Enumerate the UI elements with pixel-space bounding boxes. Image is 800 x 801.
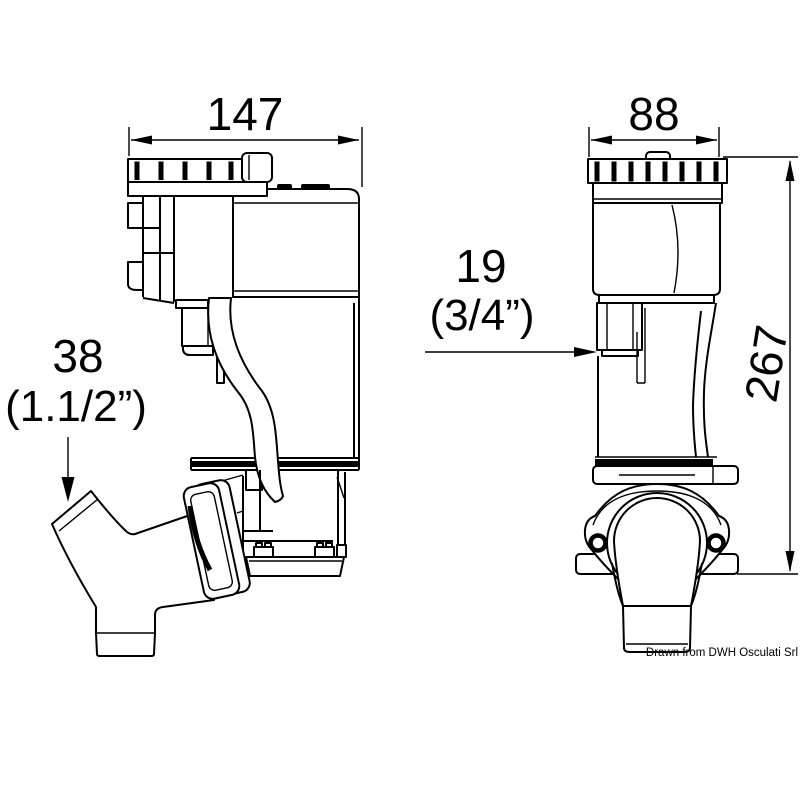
dimension-147: 147 [128,88,363,187]
arrow-left-icon [591,135,612,145]
connector-band [175,299,209,309]
front-collar-band [592,182,723,204]
arrow-down-icon [785,551,795,572]
inlet-clamp [182,479,251,600]
cap-collar-band [127,181,268,197]
dimension-88-label: 88 [628,88,679,140]
dimension-147-label: 147 [207,88,284,140]
bracket-notch [127,261,144,291]
arrow-up-icon [785,160,795,181]
base-step [336,544,347,558]
elbow-fitting [51,490,215,657]
discharge-hose [207,297,284,503]
side-motor-housing [232,184,360,298]
cap-strip [587,158,728,184]
elbow-body [51,490,215,657]
dimension-267: 267 [723,156,798,575]
arrow-right-icon [574,347,597,357]
side-body-right-edge [353,297,360,470]
arrow-down-icon [61,477,75,502]
collar-band [592,182,723,204]
connector-tab [182,345,214,356]
side-pump-base [242,470,347,577]
arrow-right-icon [338,135,359,145]
bracket-notch [127,202,144,229]
housing-latch-mark [277,184,292,190]
inlet-value-label: 38 [52,330,103,382]
side-bracket [127,196,175,304]
outlet-unit-label: (3/4”) [429,291,534,340]
port-tab [601,349,639,357]
outlet-mouth [613,497,701,607]
housing-seams [233,202,359,292]
spout-cuff [622,605,692,653]
front-pump-plate [592,456,739,485]
housing-latch-mark [301,184,330,189]
clamp-plate-front [182,482,241,600]
flange-rim [592,490,722,526]
housing-lip [598,294,715,304]
side-view: 147 [5,88,363,657]
port-block [596,302,643,351]
dimension-147-lines [128,127,363,187]
cap-tab [241,152,273,183]
pump-base-lines [242,470,346,552]
inlet-dimension: 38 (1.1/2”) [5,330,147,502]
mount-foot [314,546,335,558]
front-housing [592,202,721,304]
port-lines [606,303,634,350]
outlet-dimension: 19 (3/4”) [425,240,597,357]
arrow-right-icon [696,135,717,145]
elbow-seams [58,498,155,634]
port-strip [636,308,646,384]
outlet-value-label: 19 [455,240,506,292]
front-castellated-cap [587,151,728,184]
cap-ribs [594,161,719,182]
inlet-unit-label: (1.1/2”) [5,382,147,431]
front-view: 88 [425,88,798,653]
mount-foot [253,546,274,558]
housing-cylinder-line [671,204,679,294]
outlet-port [596,302,646,384]
base-plate [245,556,345,577]
outlet-flange [583,483,731,653]
pump-base-chamfer [336,476,345,499]
dimension-88: 88 [588,88,720,157]
bolt-icon [588,533,608,553]
plate-seal [595,459,713,466]
dimension-267-label: 267 [735,322,798,406]
bracket-lines [128,196,175,304]
housing-outline [592,202,721,296]
dimension-267-lines [723,156,798,575]
credit-text: Drawn from DWH Osculati Srl [646,647,798,659]
front-tube [597,302,717,458]
housing-outline [232,188,360,298]
cap-ribs [134,161,234,180]
wide-plate-lines [619,466,714,484]
castellated-cap [127,152,273,183]
bolt-icon [706,533,726,553]
clamp-shadow [187,505,213,572]
inlet-stub-lines [221,474,244,514]
arrow-left-icon [131,135,152,145]
